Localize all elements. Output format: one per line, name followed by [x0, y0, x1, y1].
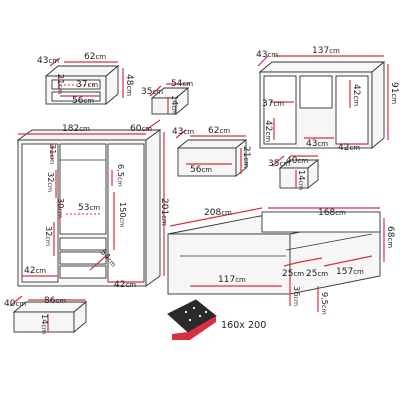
- wardrobe-drawer-width-label: 86cm: [44, 296, 66, 306]
- dresser: [257, 55, 389, 149]
- bed-length-label: 208cm: [204, 208, 232, 218]
- dresser-inner-depth-label: 37cm: [262, 99, 284, 109]
- nightstand-drawer-depth-line: [175, 129, 187, 139]
- wardrobe-lower-compartment-label: 32cm: [44, 226, 54, 246]
- bed-storage-width-label: 157cm: [336, 267, 364, 277]
- wardrobe: [16, 119, 165, 287]
- bed-storage-depth-right-label: 25cm: [306, 269, 328, 279]
- nightstand-inner-depth-label: 37cm: [76, 80, 98, 90]
- nightstand-height-label: 48cm: [124, 74, 134, 96]
- dresser-drawer-height-label: 14cm: [297, 170, 307, 190]
- small-drawer-width-label: 54cm: [171, 79, 193, 89]
- bed-storage-depth-left-label: 25cm: [282, 269, 304, 279]
- wardrobe-drawer-height-label: 14cm: [40, 314, 50, 334]
- nightstand: [44, 57, 124, 105]
- dresser-drawer-depth-label: 35cm: [268, 159, 290, 169]
- small-drawer-height-label: 14cm: [170, 95, 180, 115]
- dresser-drawer-width-label: 40cm: [286, 156, 308, 166]
- dresser-drawer: [271, 155, 320, 189]
- dresser-depth-line: [257, 55, 269, 67]
- nightstand-drawer-depth-label: 43cm: [172, 127, 194, 137]
- bed-width-label: 168cm: [318, 208, 346, 218]
- dresser-depth-label: 43cm: [256, 50, 278, 60]
- nightstand-drawer-height-label: 21cm: [241, 146, 251, 168]
- small-drawer-depth-label: 35cm: [141, 87, 163, 97]
- nightstand-drawer-inner-width-label: 56cm: [190, 165, 212, 175]
- nightstand-depth-label: 43cm: [37, 56, 59, 66]
- wardrobe-top-compartment-label: 31cm: [48, 144, 58, 164]
- dresser-drawer-depth-line: [271, 155, 285, 167]
- wardrobe-bottom-right-label: 42cm: [114, 280, 136, 290]
- nightstand-drawer-front-label: 21cm: [56, 74, 66, 94]
- wardrobe-depth-line: [145, 119, 161, 131]
- nightstand-inner-width-label: 56cm: [72, 96, 94, 106]
- dresser-inner-height-label: 42cm: [351, 84, 361, 106]
- wardrobe-shelf-spacing-a-label: 32cm: [46, 172, 56, 192]
- wardrobe-height-label: 201cm: [159, 198, 169, 226]
- mattress-size-label: 160x 200: [221, 320, 266, 331]
- wardrobe-drawer-depth-line: [9, 295, 23, 307]
- bed-length-line: [169, 207, 263, 227]
- small-drawer: [149, 83, 190, 115]
- mattress-badge: 160x 200: [167, 299, 266, 340]
- dresser-shelf-depth-label: 43cm: [306, 139, 328, 149]
- wardrobe-hanging-height-label: 150cm: [118, 202, 128, 227]
- nightstand-depth-line: [49, 57, 61, 67]
- dresser-height-label: 91cm: [389, 82, 399, 104]
- wardrobe-bottom-left-label: 42cm: [24, 266, 46, 276]
- bed-headboard-height-label: 68cm: [385, 226, 395, 248]
- wardrobe-shelf-spacing-b-label: 30cm: [56, 198, 66, 218]
- bed-clearance-label: 9,5cm: [320, 292, 330, 315]
- wardrobe-rail-offset-label: 6,5cm: [116, 164, 126, 187]
- dresser-width-label: 137cm: [312, 46, 340, 56]
- bed: [167, 207, 385, 312]
- wardrobe-drawer: [9, 295, 88, 333]
- mattress-icon: [167, 299, 217, 333]
- nightstand-drawer: [175, 129, 248, 177]
- wardrobe-drawer-depth-label: 40cm: [4, 299, 26, 309]
- wardrobe-hanging-depth-label: 53cm: [78, 203, 100, 213]
- wardrobe-depth-label: 60cm: [130, 124, 152, 134]
- dresser-door-height-label: 42cm: [263, 120, 273, 142]
- nightstand-drawer-width-label: 62cm: [208, 126, 230, 136]
- small-drawer-depth-line: [149, 85, 162, 97]
- dresser-shelf-width-label: 42cm: [338, 143, 360, 153]
- dimension-labels: 43cm 62cm 48cm 21cm 37cm 56cm 35cm 54cm …: [4, 46, 399, 334]
- nightstand-width-label: 62cm: [84, 52, 106, 62]
- bed-storage-height-label: 36cm: [292, 286, 302, 306]
- wardrobe-width-label: 182cm: [62, 124, 90, 134]
- bed-storage-length-label: 117cm: [218, 275, 246, 285]
